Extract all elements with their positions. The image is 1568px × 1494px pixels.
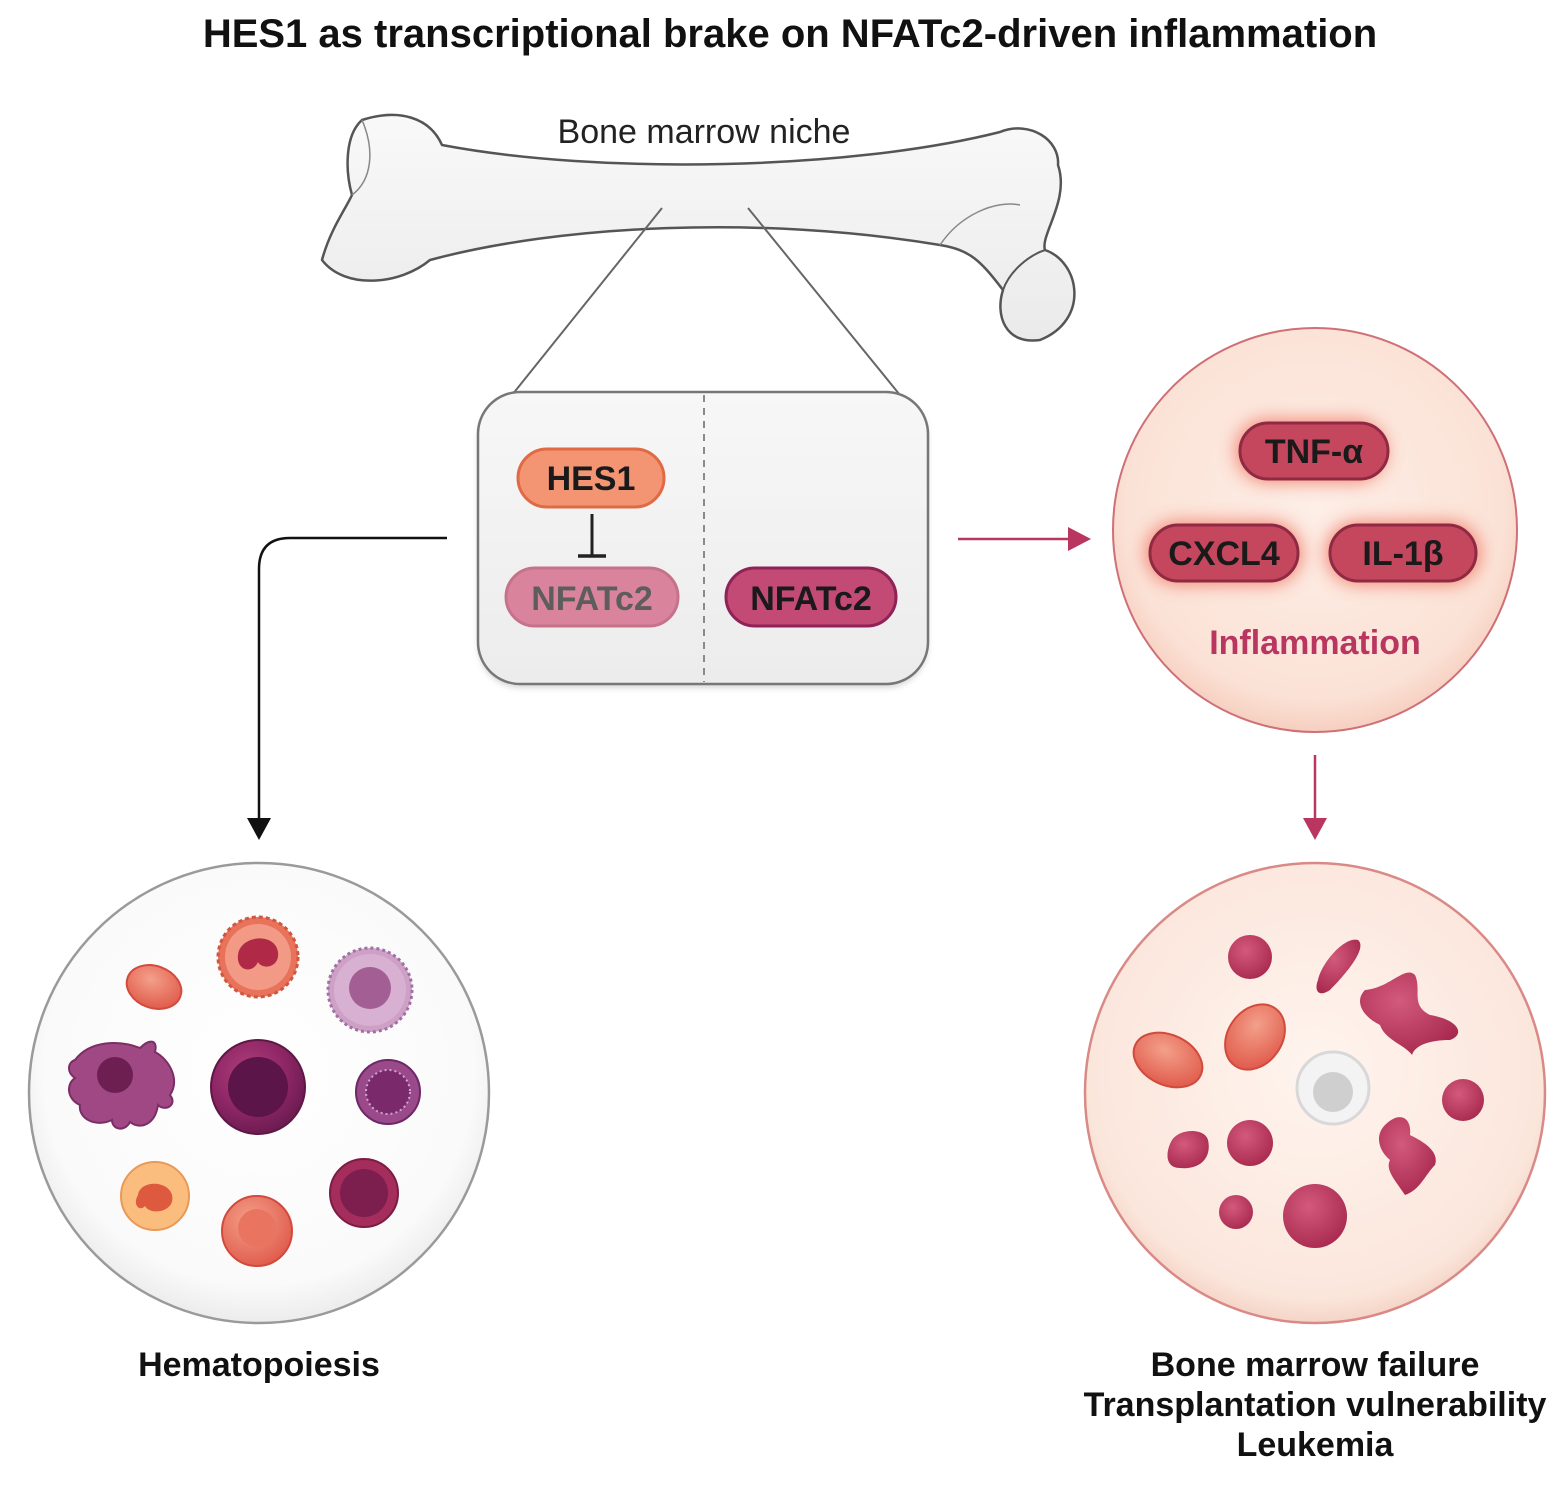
cxcl4-pill: CXCL4 bbox=[1146, 522, 1302, 584]
lymphocyte-icon bbox=[329, 1158, 399, 1228]
tnf-alpha-label: TNF-α bbox=[1265, 433, 1363, 471]
damaged-cell-icon bbox=[1228, 935, 1272, 979]
bone-marrow-niche-label: Bone marrow niche bbox=[558, 113, 851, 151]
zoom-line-left bbox=[507, 207, 663, 401]
bone-illustration bbox=[320, 113, 1076, 342]
inflammation-label: Inflammation bbox=[1209, 624, 1421, 662]
outcome-leukemia: Leukemia bbox=[1237, 1426, 1395, 1464]
nfatc2-active-label: NFATc2 bbox=[750, 580, 872, 618]
il1b-pill: IL-1β bbox=[1326, 522, 1480, 584]
damaged-cell-icon bbox=[1442, 1079, 1484, 1121]
damaged-cell-icon bbox=[1316, 939, 1361, 994]
marrow-failure-circle bbox=[1083, 861, 1547, 1325]
niche-panel bbox=[476, 390, 930, 688]
outcome-bone-marrow-failure: Bone marrow failure bbox=[1151, 1346, 1480, 1384]
red-blood-cell-icon bbox=[125, 964, 183, 1010]
hematopoiesis-circle bbox=[27, 861, 491, 1325]
hematopoiesis-label: Hematopoiesis bbox=[138, 1346, 380, 1384]
inhibition-symbol bbox=[578, 514, 606, 558]
hes1-pill: HES1 bbox=[516, 447, 666, 509]
damaged-cell-icon bbox=[1227, 1120, 1273, 1166]
arrow-to-inflammation bbox=[958, 527, 1091, 551]
macrophage-icon bbox=[68, 1040, 175, 1130]
damaged-cell-icon bbox=[1378, 1117, 1436, 1195]
diagram-title: HES1 as transcriptional brake on NFATc2-… bbox=[203, 12, 1377, 56]
red-blood-cell-icon bbox=[1132, 1031, 1204, 1089]
nfatc2-repressed-label: NFATc2 bbox=[531, 580, 653, 618]
eosinophil-icon bbox=[120, 1161, 190, 1231]
stem-cell-icon bbox=[210, 1039, 306, 1135]
arrow-to-hematopoiesis bbox=[247, 536, 447, 840]
il1b-label: IL-1β bbox=[1362, 535, 1443, 573]
nfatc2-repressed-pill: NFATc2 bbox=[504, 566, 680, 628]
hes1-label: HES1 bbox=[547, 460, 636, 498]
red-blood-cell-icon bbox=[1224, 1003, 1286, 1071]
arrow-to-outcomes bbox=[1303, 755, 1327, 840]
damaged-cell-icon bbox=[1283, 1184, 1347, 1248]
granular-cell-icon bbox=[326, 946, 414, 1034]
spiky-cell-icon bbox=[216, 915, 300, 999]
erythroblast-icon bbox=[221, 1195, 293, 1267]
outcome-transplantation-vulnerability: Transplantation vulnerability bbox=[1084, 1386, 1547, 1424]
zoom-line-right bbox=[747, 207, 905, 401]
cxcl4-label: CXCL4 bbox=[1168, 535, 1280, 573]
monocyte-icon bbox=[355, 1059, 421, 1125]
damaged-cell-icon bbox=[1360, 972, 1459, 1055]
tnf-alpha-pill: TNF-α bbox=[1236, 420, 1390, 482]
damaged-cell-icon bbox=[1167, 1131, 1209, 1169]
damaged-cell-icon bbox=[1219, 1195, 1253, 1229]
nfatc2-active-pill: NFATc2 bbox=[724, 566, 898, 628]
empty-cell-icon bbox=[1295, 1050, 1371, 1126]
inflammation-circle bbox=[1112, 327, 1518, 733]
